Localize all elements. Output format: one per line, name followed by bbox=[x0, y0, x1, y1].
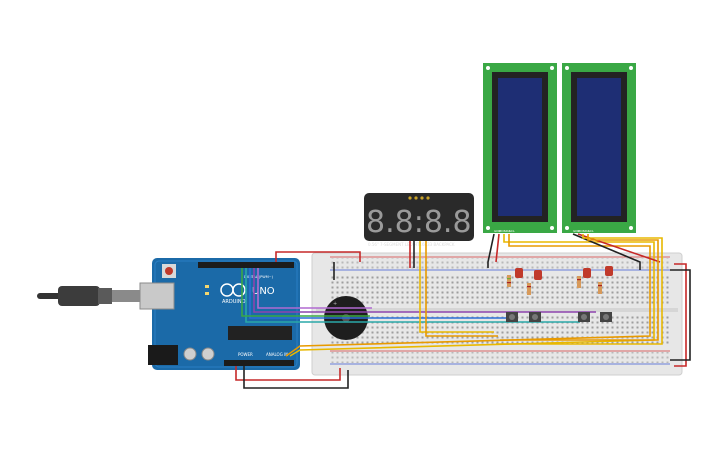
wire-rail-red-right[interactable] bbox=[674, 263, 687, 367]
resistor-3[interactable] bbox=[577, 276, 581, 288]
wire-red-5v[interactable] bbox=[275, 251, 361, 262]
resistor-1[interactable] bbox=[507, 275, 511, 287]
resistor-2[interactable] bbox=[527, 283, 531, 295]
wire-rail-black-right[interactable] bbox=[670, 269, 691, 361]
wire-blue[interactable] bbox=[249, 268, 510, 319]
arduino-model-text: UNO bbox=[252, 286, 275, 297]
lcd2-pin-vcc: VCC bbox=[578, 229, 584, 233]
lcd1-pin-vcc: VCC bbox=[499, 229, 505, 233]
wire-lcd2-yellow[interactable] bbox=[496, 234, 663, 345]
wire-lcd2-black[interactable] bbox=[572, 233, 641, 270]
arduino-uno-board[interactable]: ARDUINO UNO POWER ANALOG IN DIGITAL (PWM… bbox=[139, 258, 300, 370]
wire-seg-yellow[interactable] bbox=[419, 241, 494, 333]
lcd1-pin-scl: SCL bbox=[509, 229, 515, 233]
push-button-2[interactable] bbox=[529, 312, 541, 322]
lcd1-pin-gnd: GND bbox=[494, 229, 502, 233]
led-4[interactable] bbox=[605, 266, 613, 276]
wire-purple[interactable] bbox=[253, 268, 596, 313]
wire-red-bottom[interactable] bbox=[235, 366, 341, 381]
wire-teal[interactable] bbox=[245, 268, 580, 323]
wire-green[interactable] bbox=[241, 268, 370, 317]
wire-black-bottom[interactable] bbox=[243, 366, 349, 389]
push-button-1[interactable] bbox=[506, 312, 518, 322]
lcd-display-1[interactable]: GND VCC SDA SCL bbox=[483, 63, 557, 233]
arduino-logo-text: ARDUINO bbox=[222, 299, 246, 305]
atmega-chip bbox=[228, 326, 292, 340]
usb-port bbox=[139, 282, 175, 310]
lcd1-pin-sda: SDA bbox=[504, 229, 511, 233]
lcd2-pin-scl: SCL bbox=[588, 229, 594, 233]
wire-lcd1-orange[interactable] bbox=[285, 234, 651, 357]
led-3[interactable] bbox=[583, 268, 591, 278]
wire-lcd1-black[interactable] bbox=[487, 233, 495, 268]
push-button-3[interactable] bbox=[578, 312, 590, 322]
power-jack bbox=[148, 345, 178, 365]
lcd-display-2[interactable]: GND VCC SDA SCL bbox=[562, 63, 636, 233]
wire-lcd1-red[interactable] bbox=[495, 233, 500, 263]
led-2[interactable] bbox=[534, 270, 542, 280]
wire-lcd2-orange[interactable] bbox=[500, 234, 659, 341]
push-button-4[interactable] bbox=[600, 312, 612, 322]
resistor-4[interactable] bbox=[598, 282, 602, 294]
wires[interactable] bbox=[235, 233, 691, 389]
seven-segment-digits: 8.8:8.8 bbox=[366, 205, 472, 240]
arduino-analog-label: ANALOG IN bbox=[266, 352, 288, 357]
wire-seg-orange[interactable] bbox=[425, 241, 498, 337]
seven-segment-caption: 0.56" 7-SEGMENT LED HT16K33 BACKPACK bbox=[368, 242, 455, 247]
led-1[interactable] bbox=[515, 268, 523, 278]
wire-lcd1-yellow[interactable] bbox=[289, 234, 655, 357]
svg-text:+: + bbox=[333, 301, 337, 307]
lcd2-pin-gnd: GND bbox=[573, 229, 581, 233]
lcd2-pin-sda: SDA bbox=[583, 229, 590, 233]
arduino-digital-label: DIGITAL (PWM~) bbox=[244, 275, 274, 279]
wire-purple-2[interactable] bbox=[257, 268, 372, 309]
seven-segment-display[interactable]: 8.8:8.8 0.56" 7-SEGMENT LED HT16K33 BACK… bbox=[364, 193, 474, 247]
arduino-power-label: POWER bbox=[238, 352, 253, 357]
